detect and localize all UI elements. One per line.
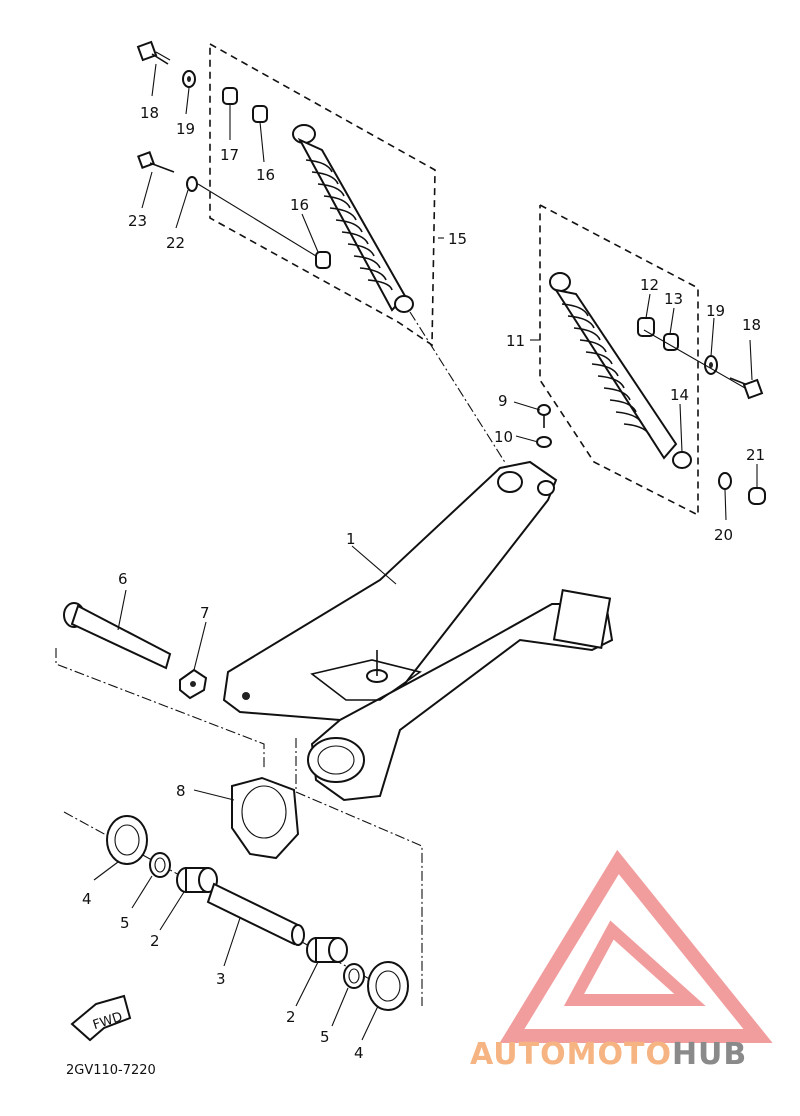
part-label: 6 [118, 570, 128, 588]
part-label: 4 [354, 1044, 364, 1062]
part-label: 3 [216, 970, 226, 988]
part-label: 14 [670, 386, 689, 404]
part-label: 5 [320, 1028, 330, 1046]
part-label: 12 [640, 276, 659, 294]
oil-seal-4-left [106, 815, 148, 865]
part-label: 16 [290, 196, 309, 214]
bolt-18-right [729, 377, 764, 400]
part-label: 18 [140, 104, 159, 122]
part-label: 5 [120, 914, 130, 932]
part-label: 7 [200, 604, 210, 622]
bolt-9 [537, 404, 551, 428]
right-shock-group [536, 204, 766, 517]
collar-13 [663, 333, 679, 351]
part-label: 17 [220, 146, 239, 164]
svg-text:AUTOMOTOHUB: AUTOMOTOHUB [470, 1037, 747, 1072]
bearing-2-left [176, 867, 218, 893]
cover-8 [231, 776, 300, 860]
bushing-16-top [252, 105, 268, 123]
part-label: 1 [346, 530, 356, 548]
oil-seal-4-right [367, 961, 409, 1011]
part-label: 21 [746, 446, 765, 464]
part-label: 16 [256, 166, 275, 184]
watermark-brand-part2: HUB [672, 1037, 747, 1072]
nut-7 [179, 668, 208, 700]
leader-lines [93, 63, 758, 1041]
pivot-shaft [63, 602, 172, 670]
nut-21 [748, 487, 766, 505]
part-label: 18 [742, 316, 761, 334]
left-mount-leader [409, 311, 507, 465]
part-label: 19 [176, 120, 195, 138]
part-label: 22 [166, 234, 185, 252]
rear-arm [222, 460, 614, 802]
watermark-logo [499, 849, 773, 1043]
washer-19-top [182, 70, 196, 88]
part-label: 20 [714, 526, 733, 544]
part-label: 2 [150, 932, 160, 950]
part-label: 23 [128, 212, 147, 230]
part-labels: 18 19 17 16 23 22 16 15 12 13 19 18 11 9… [82, 104, 765, 1062]
rear-arm-flange [552, 589, 612, 649]
collar-17 [222, 87, 238, 105]
washer-20 [718, 472, 732, 490]
part-label: 13 [664, 290, 683, 308]
nut-22 [186, 176, 198, 192]
forward-arrow-icon: FWD [70, 994, 132, 1042]
watermark-triangle-outer [499, 849, 773, 1043]
right-shock-bounding-box [539, 204, 699, 517]
left-shock-absorber [292, 124, 414, 313]
rear-arm-pivot-tube [307, 737, 365, 783]
watermark-brand-part1: AUTOMOTO [470, 1037, 672, 1072]
left-shock-group [136, 40, 507, 465]
part-label: 9 [498, 392, 508, 410]
part-label: 10 [494, 428, 513, 446]
bolt-18-top [136, 40, 171, 65]
left-assembly-axis [197, 183, 317, 257]
thrust-washer-5-left [149, 852, 171, 878]
part-label: 2 [286, 1008, 296, 1026]
nut-10 [536, 436, 552, 448]
bolt-23 [137, 151, 175, 173]
watermark-brand: AUTOMOTOHUB [470, 1037, 747, 1072]
thrust-washer-5-right [343, 963, 365, 989]
right-shock-absorber [549, 272, 692, 469]
bushing-16-bottom [315, 251, 331, 269]
collar-3 [206, 882, 305, 946]
part-label: 15 [448, 230, 467, 248]
part-label: 4 [82, 890, 92, 908]
part-label: 8 [176, 782, 186, 800]
right-assembly-axis [643, 329, 746, 389]
drawing-code: 2GV110-7220 [66, 1063, 156, 1078]
part-label: 19 [706, 302, 725, 320]
bushing-12 [637, 317, 655, 337]
watermark-triangle-inner [563, 920, 706, 1006]
pivot-axis-right [295, 738, 423, 1006]
pivot-axis-left [55, 648, 265, 770]
bearing-2-right [306, 937, 348, 963]
part-label: 11 [506, 332, 525, 350]
